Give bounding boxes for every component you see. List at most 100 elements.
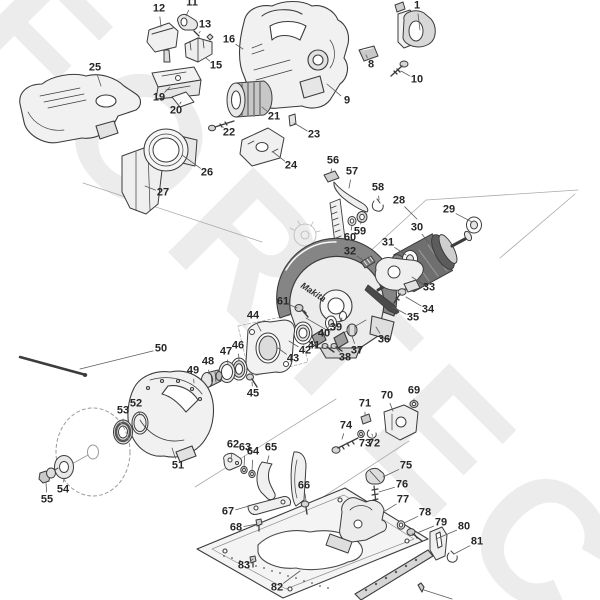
- leader-line-57: [348, 179, 351, 189]
- leader-line-68: [243, 523, 258, 527]
- drawing-sheet-20: [171, 91, 195, 108]
- drawing-depth-guide-65: [256, 451, 307, 507]
- drawing-screw-34: [393, 288, 407, 304]
- leader-line-42: [288, 340, 299, 348]
- leader-line-13: [198, 30, 201, 34]
- leader-line-15: [205, 57, 211, 62]
- drawing-seal-47: [218, 361, 236, 383]
- leader-line-79: [416, 525, 435, 534]
- drawing-gear-sketch: [289, 220, 321, 247]
- leader-line-76: [378, 486, 395, 493]
- drawing-knob-75-shaft-76: [365, 468, 385, 504]
- leader-line-40: [328, 324, 331, 328]
- drawing-spring-32: [360, 255, 376, 269]
- drawing-battery-connector: [146, 22, 179, 63]
- leader-line-56: [330, 168, 332, 173]
- leader-line-61: [289, 304, 298, 309]
- drawing-base-plate-82: [196, 487, 453, 600]
- leader-line-65: [266, 455, 270, 464]
- drawing-bolt-55: [38, 467, 59, 484]
- leader-line-82: [283, 570, 301, 584]
- drawing-fan-baffle-26: [143, 128, 198, 172]
- leader-line-37: [351, 335, 355, 344]
- drawing-screw-22: [208, 120, 235, 132]
- drawing-bearing-53: [113, 419, 133, 445]
- drawing-stator-21: [226, 80, 273, 118]
- leader-line-16: [235, 43, 244, 50]
- drawing-lever-plate-80-clip-81: [429, 526, 458, 563]
- drawing-lever-35: [364, 284, 400, 315]
- leader-line-10: [400, 70, 411, 77]
- leader-line-60: [350, 224, 353, 231]
- leader-line-34: [405, 296, 422, 307]
- drawing-gear-housing-33: [374, 257, 424, 293]
- drawing-screw-10: [390, 60, 409, 77]
- drawing-link-67: [247, 496, 291, 515]
- leader-line-36: [375, 326, 381, 334]
- leader-line-8: [365, 54, 368, 59]
- leader-line-30: [421, 233, 430, 244]
- drawing-switch-15: [184, 33, 214, 63]
- leader-lines: [45, 9, 473, 584]
- drawing-lever-assembly-56-57-58: [323, 170, 384, 213]
- leader-line-29: [455, 213, 473, 223]
- leader-line-75: [382, 469, 400, 478]
- drawing-cap-8: [358, 45, 379, 62]
- leader-line-12: [159, 16, 162, 28]
- drawing-clamp-lever-77: [325, 497, 387, 554]
- leader-line-24: [272, 151, 286, 162]
- drawing-screw-74: [331, 437, 359, 454]
- drawing-screw-61: [294, 304, 309, 318]
- leader-line-1: [417, 13, 421, 31]
- drawing-flange-54: [54, 455, 74, 479]
- leader-line-28: [404, 206, 418, 220]
- drawing-lever-11: [177, 14, 198, 31]
- leader-line-26: [181, 154, 201, 169]
- drawing-angle-plate-62-63-64: [223, 453, 256, 479]
- drawing-rod-50: [18, 355, 88, 377]
- drawing-washer-78-bolt-79: [396, 520, 423, 542]
- leader-line-25: [97, 75, 102, 87]
- leader-line-55: [45, 481, 47, 493]
- leader-line-50: [79, 350, 154, 370]
- drawing-pin-71-clip-72-washer-73: [357, 413, 377, 439]
- drawing-hook-knob-1: [394, 1, 436, 49]
- leader-line-38: [335, 347, 341, 353]
- leader-line-64: [251, 459, 253, 472]
- leader-line-44: [256, 322, 262, 332]
- leader-line-31: [394, 247, 407, 256]
- leader-line-9: [326, 83, 342, 97]
- leader-line-67: [235, 505, 250, 511]
- drawing-lower-guard-51: [127, 370, 215, 463]
- leader-line-27: [144, 185, 156, 191]
- drawing-bevel-bracket-70: [383, 400, 419, 441]
- drawing-nut-59-washer-60: [347, 211, 368, 226]
- leader-line-83: [249, 558, 254, 562]
- drawing-screw-66: [300, 500, 310, 515]
- drawing-motor-housing-9: [238, 0, 350, 109]
- leader-line-80: [435, 529, 458, 540]
- drawing-brush-plate-24: [239, 127, 285, 167]
- drawing-module-19: [151, 66, 202, 100]
- leader-line-43: [277, 347, 287, 355]
- leader-line-47: [226, 359, 229, 365]
- drawing-safety-cover-44: [245, 319, 295, 375]
- drawing-handle-housing-25: [19, 73, 142, 144]
- leader-line-51: [171, 447, 176, 459]
- leader-line-74: [341, 433, 345, 440]
- leader-line-35: [392, 306, 407, 315]
- leader-line-19: [164, 86, 171, 93]
- leader-line-66: [304, 493, 307, 502]
- leader-line-77: [384, 503, 397, 512]
- leader-line-11: [185, 9, 190, 17]
- leader-line-78: [403, 516, 419, 524]
- leader-line-20: [179, 101, 182, 105]
- leader-line-33: [411, 276, 423, 285]
- drawing-pin-23: [288, 113, 297, 127]
- leader-line-23: [293, 122, 308, 132]
- leader-line-39: [339, 317, 343, 322]
- leader-line-70: [389, 403, 394, 412]
- drawing-bearing-29: [466, 216, 482, 234]
